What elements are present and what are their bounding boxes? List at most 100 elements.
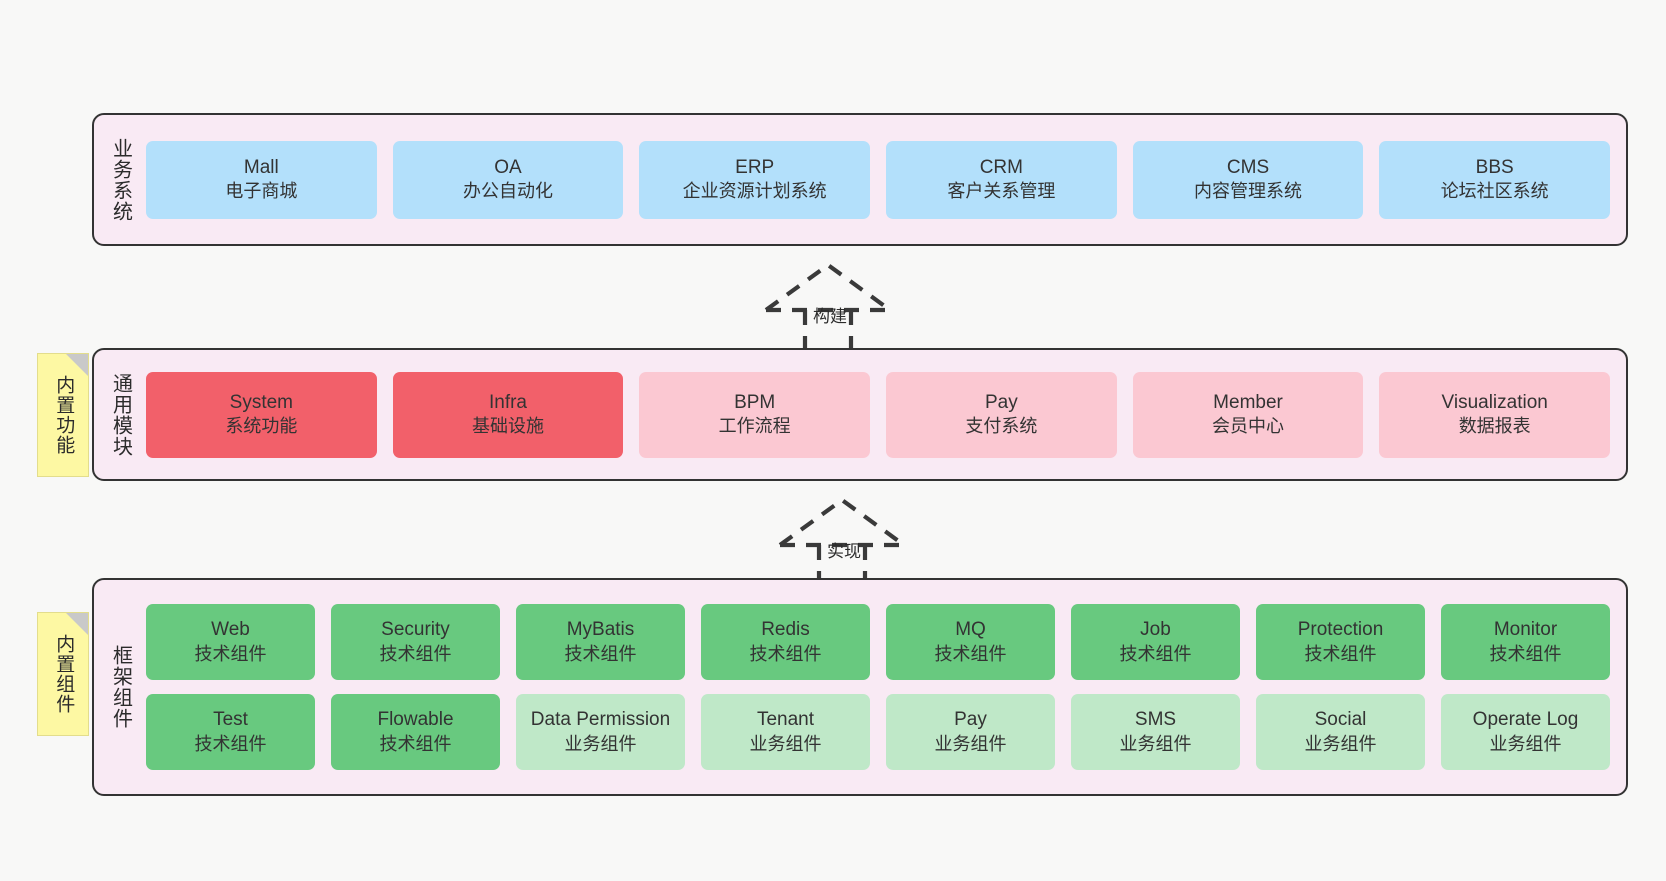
node-web-desc: 技术组件: [194, 643, 267, 664]
node-cms-desc: 内容管理系统: [1194, 181, 1303, 202]
node-bpm[interactable]: BPM 工作流程: [639, 371, 871, 458]
node-infra[interactable]: Infra 基础设施: [392, 371, 624, 458]
node-flowable[interactable]: Flowable 技术组件: [331, 694, 500, 770]
node-mq-desc: 技术组件: [934, 643, 1007, 664]
node-mall[interactable]: Mall 电子商城: [146, 140, 377, 219]
node-system-desc: 系统功能: [225, 416, 298, 437]
node-flowable-desc: 技术组件: [379, 733, 452, 754]
node-pay-module-desc: 支付系统: [965, 416, 1038, 437]
node-member[interactable]: Member 会员中心: [1132, 371, 1364, 458]
node-data-permission-desc: 业务组件: [564, 733, 637, 754]
node-mybatis-desc: 技术组件: [564, 643, 637, 664]
framework-row-technical: Web 技术组件 Security 技术组件 MyBatis 技术组件 Redi…: [146, 604, 1610, 680]
page-fold-icon: [66, 354, 88, 376]
layer-framework-components-body: Web 技术组件 Security 技术组件 MyBatis 技术组件 Redi…: [146, 580, 1626, 794]
node-redis-name: Redis: [761, 619, 810, 641]
connector-implement-label: 实现: [827, 542, 861, 561]
node-pay-module-name: Pay: [984, 391, 1018, 413]
node-mq-name: MQ: [955, 619, 986, 641]
node-tenant[interactable]: Tenant 业务组件: [701, 694, 870, 770]
node-data-permission-name: Data Permission: [530, 709, 671, 731]
node-flowable-name: Flowable: [377, 709, 454, 731]
node-mq[interactable]: MQ 技术组件: [886, 604, 1055, 680]
node-crm-name: CRM: [979, 156, 1023, 178]
node-job[interactable]: Job 技术组件: [1071, 604, 1240, 680]
node-monitor-desc: 技术组件: [1489, 643, 1562, 664]
node-monitor[interactable]: Monitor 技术组件: [1441, 604, 1610, 680]
generalization-arrow-icon: [764, 262, 892, 350]
node-pay-module[interactable]: Pay 支付系统: [886, 371, 1117, 458]
layer-framework-components-label: 框架组件: [109, 645, 132, 729]
node-member-desc: 会员中心: [1212, 416, 1285, 437]
node-cms[interactable]: CMS 内容管理系统: [1132, 140, 1364, 219]
node-operate-log[interactable]: Operate Log 业务组件: [1441, 694, 1610, 770]
node-test-name: Test: [213, 709, 248, 731]
node-protection-name: Protection: [1297, 619, 1384, 641]
node-social[interactable]: Social 业务组件: [1256, 694, 1425, 770]
node-oa-desc: 办公自动化: [463, 181, 553, 202]
sticky-note-builtin-function-label: 内置功能: [53, 375, 75, 455]
node-social-desc: 业务组件: [1304, 733, 1377, 754]
node-infra-name: Infra: [488, 391, 528, 413]
framework-row-business: Test 技术组件 Flowable 技术组件 Data Permission …: [146, 694, 1610, 770]
node-oa-name: OA: [494, 156, 522, 178]
layer-framework-components: 框架组件 Web 技术组件 Security 技术组件 MyBatis 技术组件…: [92, 578, 1628, 796]
node-test-desc: 技术组件: [194, 733, 267, 754]
sticky-note-builtin-function: 内置功能: [37, 353, 89, 477]
node-protection-desc: 技术组件: [1304, 643, 1377, 664]
connector-build-label: 构建: [813, 307, 847, 326]
layer-business-systems-label: 业务系统: [109, 137, 132, 222]
node-job-name: Job: [1140, 619, 1171, 641]
node-cms-name: CMS: [1226, 156, 1270, 178]
node-oa[interactable]: OA 办公自动化: [392, 140, 624, 219]
node-monitor-name: Monitor: [1493, 619, 1558, 641]
connector-implement: 实现: [767, 493, 947, 585]
layer-common-modules-body: System 系统功能 Infra 基础设施 BPM 工作流程 Pay 支付系统…: [146, 350, 1626, 479]
sticky-note-builtin-component: 内置组件: [37, 612, 89, 736]
layer-common-modules: 通用模块 System 系统功能 Infra 基础设施 BPM 工作流程 Pay…: [92, 348, 1628, 481]
node-mall-desc: 电子商城: [225, 181, 298, 202]
node-data-permission[interactable]: Data Permission 业务组件: [516, 694, 685, 770]
node-sms-desc: 业务组件: [1119, 733, 1192, 754]
node-bpm-name: BPM: [734, 391, 776, 413]
node-mall-name: Mall: [243, 156, 279, 178]
node-operate-log-name: Operate Log: [1472, 709, 1579, 731]
node-erp[interactable]: ERP 企业资源计划系统: [639, 140, 871, 219]
node-bpm-desc: 工作流程: [718, 416, 791, 437]
node-test[interactable]: Test 技术组件: [146, 694, 315, 770]
node-system-name: System: [229, 391, 294, 413]
layer-common-modules-label: 通用模块: [109, 372, 132, 457]
node-social-name: Social: [1314, 709, 1367, 731]
connector-build: 构建: [753, 258, 933, 350]
node-redis[interactable]: Redis 技术组件: [701, 604, 870, 680]
node-erp-desc: 企业资源计划系统: [682, 181, 827, 202]
node-system[interactable]: System 系统功能: [146, 371, 377, 458]
node-bbs-name: BBS: [1475, 156, 1514, 178]
node-crm-desc: 客户关系管理: [947, 181, 1056, 202]
node-bbs-desc: 论坛社区系统: [1440, 181, 1549, 202]
node-redis-desc: 技术组件: [749, 643, 822, 664]
node-visualization-name: Visualization: [1441, 391, 1548, 413]
node-tenant-desc: 业务组件: [749, 733, 822, 754]
node-erp-name: ERP: [735, 156, 775, 178]
node-visualization[interactable]: Visualization 数据报表: [1379, 371, 1611, 458]
node-mybatis[interactable]: MyBatis 技术组件: [516, 604, 685, 680]
node-bbs[interactable]: BBS 论坛社区系统: [1379, 140, 1611, 219]
node-security[interactable]: Security 技术组件: [331, 604, 500, 680]
node-infra-desc: 基础设施: [472, 416, 544, 437]
sticky-note-builtin-component-label: 内置组件: [53, 634, 75, 714]
layer-business-systems: 业务系统 Mall 电子商城 OA 办公自动化 ERP 企业资源计划系统 CRM…: [92, 113, 1628, 246]
layer-business-systems-body: Mall 电子商城 OA 办公自动化 ERP 企业资源计划系统 CRM 客户关系…: [146, 115, 1626, 244]
page-fold-icon: [66, 613, 88, 635]
node-sms[interactable]: SMS 业务组件: [1071, 694, 1240, 770]
node-pay-component-desc: 业务组件: [934, 733, 1007, 754]
node-web-name: Web: [211, 619, 250, 641]
node-protection[interactable]: Protection 技术组件: [1256, 604, 1425, 680]
node-crm[interactable]: CRM 客户关系管理: [886, 140, 1117, 219]
node-sms-name: SMS: [1134, 709, 1177, 731]
node-tenant-name: Tenant: [756, 709, 815, 731]
node-pay-component[interactable]: Pay 业务组件: [886, 694, 1055, 770]
node-operate-log-desc: 业务组件: [1489, 733, 1562, 754]
node-web[interactable]: Web 技术组件: [146, 604, 315, 680]
